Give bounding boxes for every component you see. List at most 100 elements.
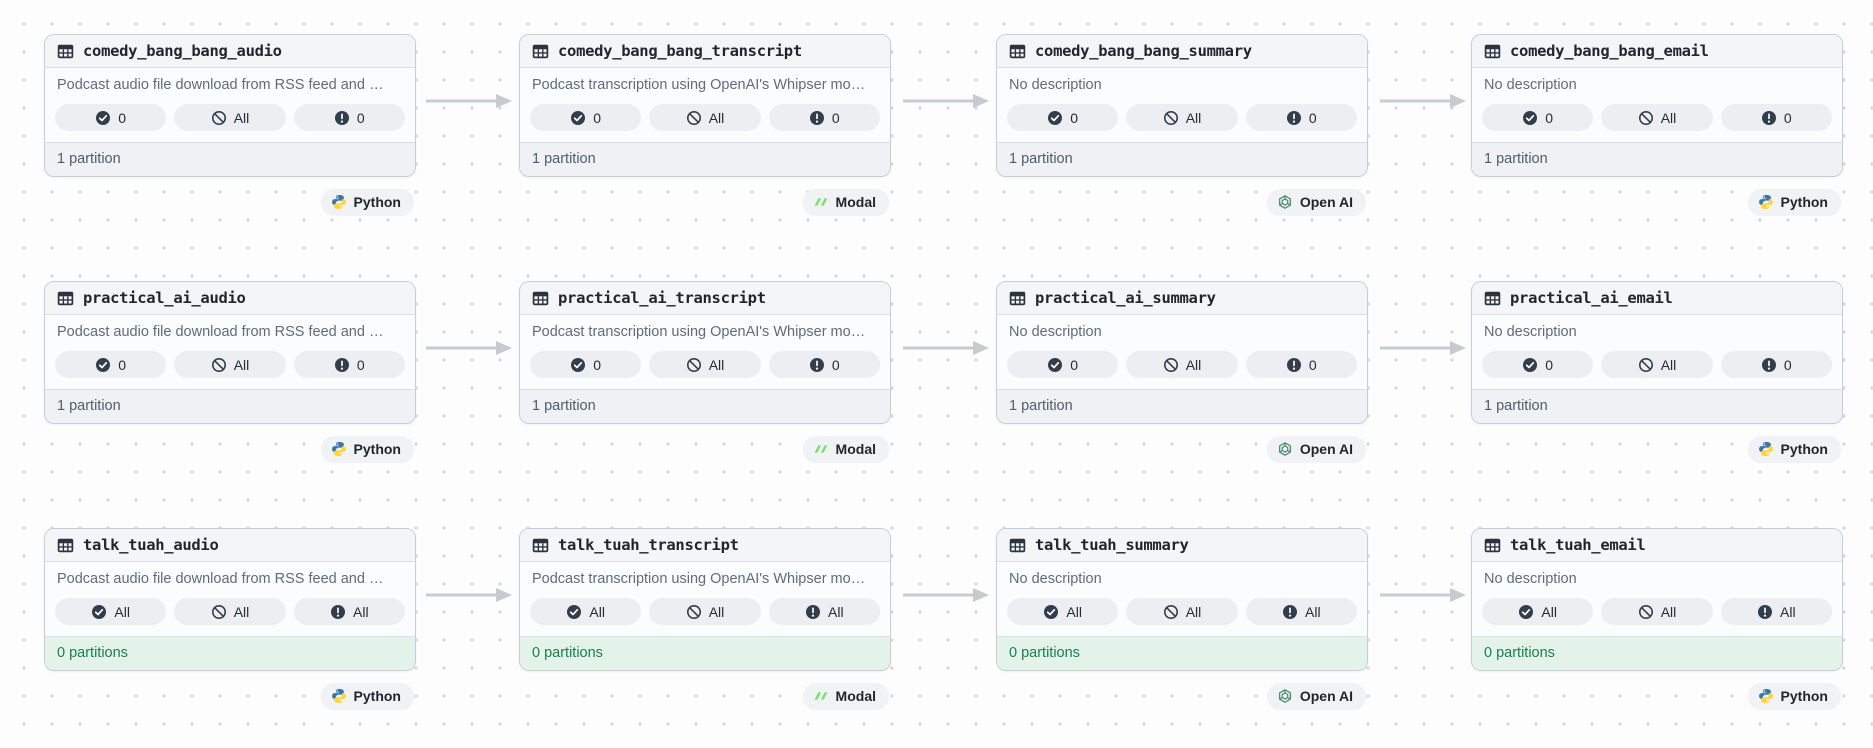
- asset-name: practical_ai_summary: [1035, 289, 1216, 307]
- missing-count-badge[interactable]: All: [1126, 598, 1238, 625]
- failed-count-badge[interactable]: 0: [1720, 351, 1832, 378]
- materialized-count-badge[interactable]: 0: [1007, 104, 1119, 131]
- kind-tag[interactable]: Modal: [802, 683, 889, 709]
- missing-count-badge[interactable]: All: [174, 351, 286, 378]
- kind-tag[interactable]: Modal: [802, 189, 889, 215]
- kind-tag[interactable]: Python: [1747, 683, 1841, 709]
- asset-node[interactable]: talk_tuah_email No description All All: [1471, 528, 1843, 671]
- asset-node[interactable]: talk_tuah_audio Podcast audio file downl…: [44, 528, 416, 671]
- python-icon: [1758, 194, 1774, 210]
- asset-node[interactable]: practical_ai_email No description 0 All: [1471, 281, 1843, 424]
- missing-count-badge[interactable]: All: [649, 104, 761, 131]
- asset-node[interactable]: practical_ai_audio Podcast audio file do…: [44, 281, 416, 424]
- asset-node-header[interactable]: talk_tuah_summary: [997, 529, 1367, 562]
- failed-count-badge[interactable]: 0: [1245, 104, 1357, 131]
- materialized-count-badge[interactable]: All: [1007, 598, 1119, 625]
- kind-tag[interactable]: Open AI: [1266, 189, 1366, 215]
- materialized-count-badge[interactable]: All: [530, 598, 642, 625]
- materialized-count-badge[interactable]: 0: [1482, 104, 1594, 131]
- failed-count-badge[interactable]: 0: [1245, 351, 1357, 378]
- failed-count-badge[interactable]: All: [768, 598, 880, 625]
- kind-tag[interactable]: Python: [320, 683, 414, 709]
- kind-tag[interactable]: Python: [320, 436, 414, 462]
- kind-tag[interactable]: Open AI: [1266, 436, 1366, 462]
- asset-node[interactable]: comedy_bang_bang_audio Podcast audio fil…: [44, 34, 416, 177]
- kind-tag[interactable]: Python: [1747, 436, 1841, 462]
- asset-node-header[interactable]: comedy_bang_bang_summary: [997, 35, 1367, 68]
- materialized-count-badge[interactable]: All: [55, 598, 167, 625]
- kind-tag[interactable]: Modal: [802, 436, 889, 462]
- partition-status-badges: All All All: [997, 590, 1367, 636]
- asset-node-header[interactable]: comedy_bang_bang_transcript: [520, 35, 890, 68]
- failed-count: All: [1305, 603, 1321, 620]
- materialized-count-badge[interactable]: 0: [55, 351, 167, 378]
- missing-count-badge[interactable]: All: [649, 598, 761, 625]
- missing-count: All: [1660, 356, 1677, 373]
- asset-node-header[interactable]: talk_tuah_audio: [45, 529, 415, 562]
- failed-count-badge[interactable]: All: [1245, 598, 1357, 625]
- missing-count-badge[interactable]: All: [1126, 104, 1238, 131]
- asset-node-header[interactable]: talk_tuah_transcript: [520, 529, 890, 562]
- materialized-count-badge[interactable]: 0: [1482, 351, 1594, 378]
- asset-node[interactable]: practical_ai_summary No description 0 Al…: [996, 281, 1368, 424]
- failed-count-badge[interactable]: All: [293, 598, 405, 625]
- asset-node-header[interactable]: practical_ai_audio: [45, 282, 415, 315]
- asset-node-cell: comedy_bang_bang_summary No description …: [996, 34, 1368, 215]
- materialized-count-badge[interactable]: 0: [530, 351, 642, 378]
- slash-circle-icon: [1638, 110, 1654, 126]
- failed-count-badge[interactable]: 0: [293, 351, 405, 378]
- asset-node-header[interactable]: practical_ai_email: [1472, 282, 1842, 315]
- materialized-count: All: [114, 603, 130, 620]
- alert-circle-icon: [1286, 110, 1302, 126]
- slash-circle-icon: [1163, 357, 1179, 373]
- asset-description: No description: [1484, 571, 1577, 587]
- asset-node[interactable]: talk_tuah_summary No description All All: [996, 528, 1368, 671]
- asset-node[interactable]: practical_ai_transcript Podcast transcri…: [519, 281, 891, 424]
- kind-tag-label: Open AI: [1299, 194, 1353, 210]
- asset-node-header[interactable]: practical_ai_transcript: [520, 282, 890, 315]
- materialized-count-badge[interactable]: All: [1482, 598, 1594, 625]
- failed-count-badge[interactable]: 0: [293, 104, 405, 131]
- kind-tag[interactable]: Python: [320, 189, 414, 215]
- asset-node-header[interactable]: comedy_bang_bang_email: [1472, 35, 1842, 68]
- slash-circle-icon: [211, 604, 227, 620]
- slash-circle-icon: [1163, 110, 1179, 126]
- asset-node[interactable]: talk_tuah_transcript Podcast transcripti…: [519, 528, 891, 671]
- kind-tag-label: Python: [353, 194, 401, 210]
- modal-icon: [813, 194, 829, 210]
- materialized-count-badge[interactable]: 0: [530, 104, 642, 131]
- missing-count-badge[interactable]: All: [1601, 104, 1713, 131]
- failed-count-badge[interactable]: All: [1720, 598, 1832, 625]
- kind-tag[interactable]: Python: [1747, 189, 1841, 215]
- missing-count-badge[interactable]: All: [174, 598, 286, 625]
- missing-count: All: [1185, 603, 1202, 620]
- missing-count-badge[interactable]: All: [1601, 598, 1713, 625]
- asset-node[interactable]: comedy_bang_bang_transcript Podcast tran…: [519, 34, 891, 177]
- materialized-count-badge[interactable]: 0: [1007, 351, 1119, 378]
- missing-count-badge[interactable]: All: [649, 351, 761, 378]
- asset-node-header[interactable]: practical_ai_summary: [997, 282, 1367, 315]
- missing-count-badge[interactable]: All: [1126, 351, 1238, 378]
- failed-count-badge[interactable]: 0: [1720, 104, 1832, 131]
- slash-circle-icon: [211, 357, 227, 373]
- kind-tag[interactable]: Open AI: [1266, 683, 1366, 709]
- edge-arrow: [424, 93, 514, 109]
- partitions-footer: 1 partition: [45, 389, 415, 423]
- failed-count-badge[interactable]: 0: [768, 104, 880, 131]
- failed-count: 0: [1783, 109, 1792, 126]
- materialized-count-badge[interactable]: 0: [55, 104, 167, 131]
- missing-count-badge[interactable]: All: [1601, 351, 1713, 378]
- slash-circle-icon: [1163, 604, 1179, 620]
- failed-count-badge[interactable]: 0: [768, 351, 880, 378]
- asset-node-header[interactable]: talk_tuah_email: [1472, 529, 1842, 562]
- asset-node[interactable]: comedy_bang_bang_email No description 0 …: [1471, 34, 1843, 177]
- check-circle-icon: [1043, 604, 1059, 620]
- missing-count: All: [1660, 603, 1677, 620]
- asset-node[interactable]: comedy_bang_bang_summary No description …: [996, 34, 1368, 177]
- missing-count-badge[interactable]: All: [174, 104, 286, 131]
- asset-node-header[interactable]: comedy_bang_bang_audio: [45, 35, 415, 68]
- kind-tag-row: Python: [44, 189, 416, 215]
- asset-description: No description: [1009, 324, 1102, 340]
- kind-tag-row: Open AI: [996, 189, 1368, 215]
